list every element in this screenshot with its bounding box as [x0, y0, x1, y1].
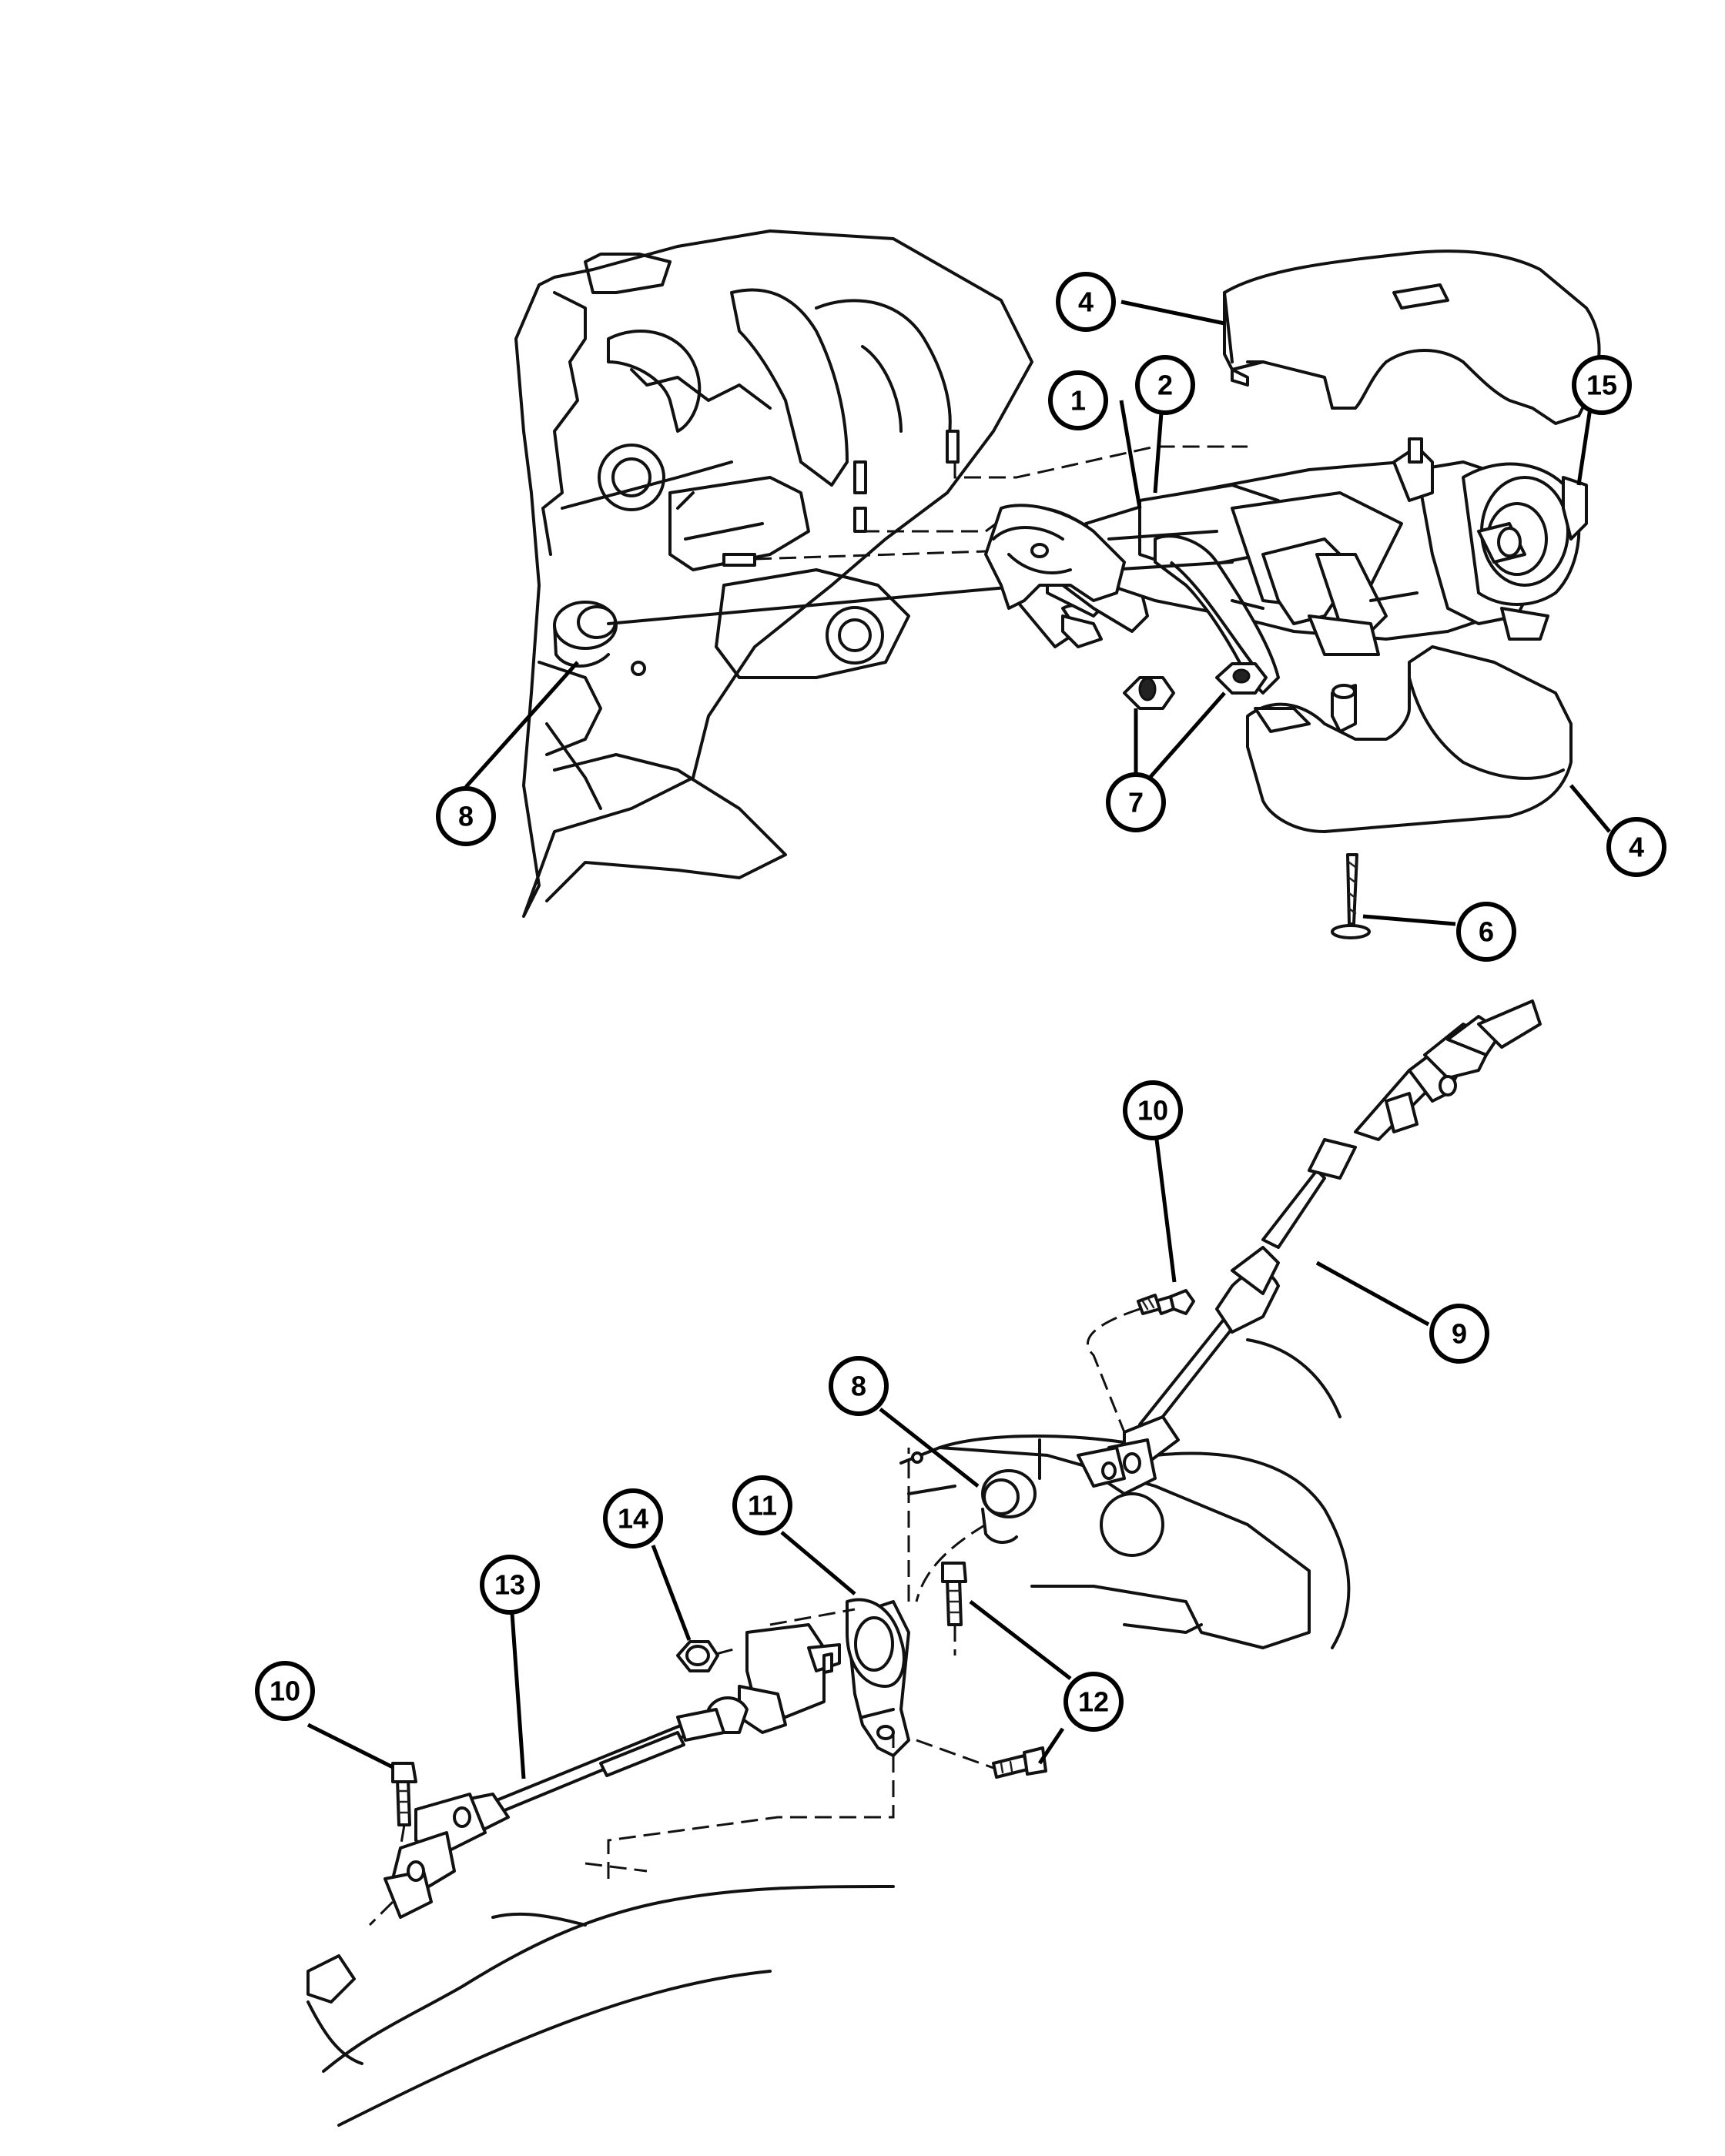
- lower-intermediate-shaft: [368, 1696, 749, 1927]
- callout-2-label: 2: [1157, 370, 1173, 401]
- callout-2: 2: [1135, 355, 1195, 415]
- callout-1: 1: [1048, 370, 1108, 430]
- upper-shroud: [1223, 249, 1601, 425]
- callout-11: 11: [732, 1475, 792, 1535]
- callout-7-label: 7: [1128, 787, 1144, 819]
- callout-12: 12: [1063, 1672, 1124, 1732]
- callout-9: 9: [1429, 1304, 1489, 1364]
- callout-9-label: 9: [1452, 1318, 1467, 1350]
- mounting-studs: [607, 430, 1248, 625]
- callout-10-lower-label: 10: [270, 1676, 300, 1707]
- callout-14-label: 14: [618, 1503, 648, 1535]
- leader-lines: [306, 300, 1611, 1779]
- column-mounting-bracket: [984, 504, 1126, 648]
- callout-10-upper-label: 10: [1137, 1095, 1168, 1127]
- callout-6: 6: [1456, 902, 1516, 962]
- callout-8-lower-label: 8: [851, 1371, 866, 1402]
- callout-4-lower: 4: [1606, 817, 1666, 877]
- pinch-bolt-upper: [1087, 1289, 1195, 1433]
- callout-11-label: 11: [748, 1490, 777, 1522]
- shroud-screw: [1331, 853, 1371, 939]
- floor-lower-contour: [306, 1885, 895, 2127]
- callout-8-lower: 8: [829, 1356, 889, 1416]
- lower-shroud: [1246, 645, 1573, 833]
- callout-4-upper-label: 4: [1078, 286, 1094, 318]
- assembly-path-lines: [584, 1732, 895, 1879]
- upper-intermediate-shaft: [1077, 999, 1542, 1495]
- flange-nut: [676, 1640, 740, 1672]
- mounting-nuts: [1123, 662, 1268, 710]
- callout-10-upper: 10: [1123, 1080, 1183, 1140]
- floor-pan-structure: [899, 1338, 1351, 1649]
- callout-4-lower-label: 4: [1629, 832, 1644, 863]
- callout-10-lower: 10: [255, 1661, 315, 1721]
- callout-14: 14: [603, 1488, 663, 1548]
- callout-4-upper: 4: [1056, 272, 1116, 332]
- callout-6-label: 6: [1479, 916, 1494, 948]
- callout-8-upper: 8: [436, 786, 496, 846]
- callout-13-label: 13: [494, 1569, 525, 1601]
- bracket-bolts: [916, 1562, 1047, 1779]
- callout-13: 13: [480, 1555, 540, 1615]
- callout-12-label: 12: [1078, 1686, 1109, 1718]
- callout-7: 7: [1106, 772, 1166, 832]
- callout-8-upper-label: 8: [458, 801, 474, 832]
- pinch-bolt-lower: [391, 1762, 417, 1849]
- callout-15-label: 15: [1586, 370, 1617, 401]
- callout-15: 15: [1572, 355, 1632, 415]
- firewall-bushing: [915, 1469, 1037, 1602]
- dash-bushing-top: [553, 601, 618, 668]
- callout-1-label: 1: [1070, 385, 1086, 417]
- dash-panel-structure: [514, 229, 1033, 918]
- shaft-bearing-housing: [738, 1623, 841, 1734]
